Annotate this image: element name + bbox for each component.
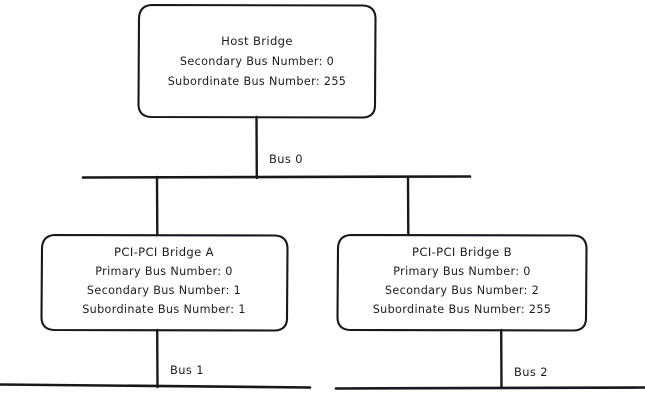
host-bridge-box [137,3,377,119]
bridge-a-line-2: Secondary Bus Number: 1 [87,284,241,297]
bus-2-line [334,386,645,390]
pci-pci-bridge-a-box [40,233,289,332]
bridge-a-line-0: PCI-PCI Bridge A [114,245,214,259]
bus-0-line [81,175,472,179]
bridge-a-line-1: Primary Bus Number: 0 [95,265,232,278]
pci-pci-bridge-b-box [336,233,588,332]
bus-2-label: Bus 2 [514,365,548,379]
host-bridge-line-0: Host Bridge [221,34,293,48]
host-bridge-line-1: Secondary Bus Number: 0 [180,55,334,68]
bus-1-label: Bus 1 [170,363,204,377]
bridge-b-line-0: PCI-PCI Bridge B [412,245,512,259]
bridge-b-line-1: Primary Bus Number: 0 [393,265,530,278]
node-pci-pci-bridge-a: PCI-PCI Bridge A Primary Bus Number: 0 S… [40,233,289,332]
host-bridge-line-2: Subordinate Bus Number: 255 [168,75,347,88]
bus-1-line [0,383,312,389]
node-pci-pci-bridge-b: PCI-PCI Bridge B Primary Bus Number: 0 S… [336,233,588,332]
bus-0-label: Bus 0 [269,152,303,166]
bridge-b-line-2: Secondary Bus Number: 2 [385,284,539,297]
node-host-bridge: Host Bridge Secondary Bus Number: 0 Subo… [137,3,377,119]
bridge-b-line-3: Subordinate Bus Number: 255 [373,303,552,316]
bridge-a-line-3: Subordinate Bus Number: 1 [82,303,246,316]
